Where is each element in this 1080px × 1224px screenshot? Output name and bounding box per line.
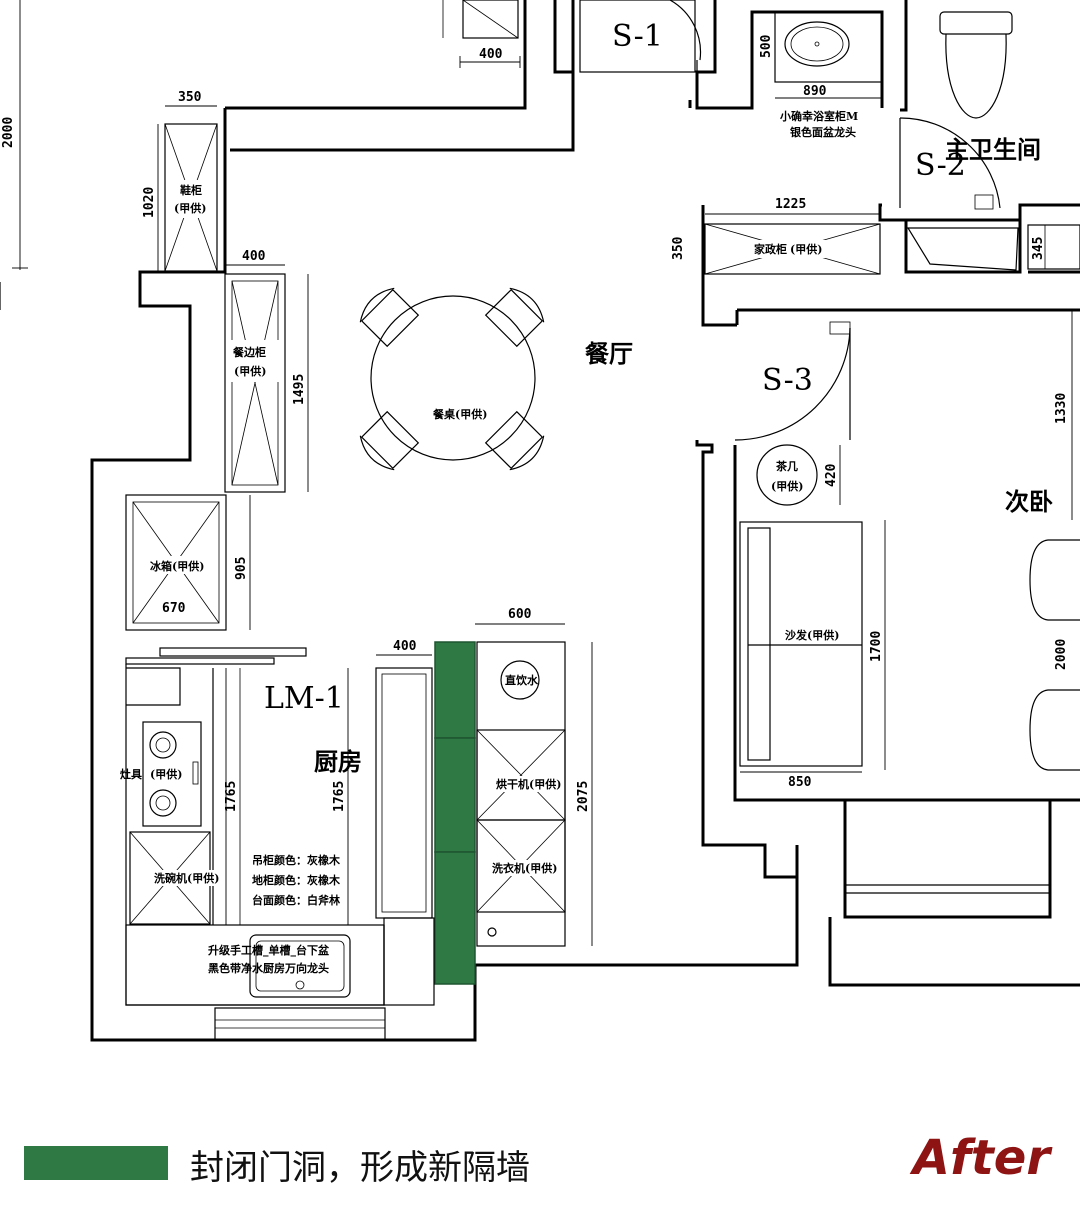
svg-text:茶几: 茶几 <box>775 459 798 473</box>
svg-text:600: 600 <box>508 607 532 622</box>
svg-text:烘干机(甲供): 烘干机(甲供) <box>496 777 561 791</box>
svg-text:420: 420 <box>824 463 839 487</box>
kitchen-area: 灶具 (甲供) 洗碗机(甲供) 升级手工槽_单槽_台下盆 黑色带净水厨房万向龙头… <box>120 639 435 1006</box>
svg-text:2075: 2075 <box>576 781 591 812</box>
svg-text:升级手工槽_单槽_台下盆: 升级手工槽_单槽_台下盆 <box>208 943 330 958</box>
svg-text:850: 850 <box>788 775 812 790</box>
svg-text:2000: 2000 <box>1054 639 1069 670</box>
svg-text:350: 350 <box>671 236 686 260</box>
svg-text:冰箱(甲供): 冰箱(甲供) <box>150 559 204 573</box>
svg-text:(甲供): (甲供) <box>234 364 266 378</box>
room-dining: 餐厅 <box>585 339 633 368</box>
svg-text:1700: 1700 <box>869 631 884 662</box>
storage-cabinet: 1225 家政柜 (甲供) 350 <box>671 197 881 275</box>
svg-text:(甲供): (甲供) <box>790 242 822 256</box>
door-s3: S-3 <box>734 321 851 441</box>
svg-text:台面颜色：白斧林: 台面颜色：白斧林 <box>252 893 340 907</box>
svg-text:直饮水: 直饮水 <box>505 673 539 687</box>
bath-counter: 345 <box>906 224 1080 271</box>
laundry-column: 600 直饮水 烘干机(甲供) 洗衣机(甲供) 2075 <box>475 607 593 947</box>
svg-text:(甲供): (甲供) <box>771 479 803 493</box>
svg-text:鞋柜: 鞋柜 <box>180 183 202 197</box>
svg-text:2000: 2000 <box>1 117 16 148</box>
legend-swatch-new-wall <box>24 1146 168 1180</box>
svg-text:银色面盆龙头: 银色面盆龙头 <box>790 125 856 139</box>
svg-text:吊柜颜色：灰橡木: 吊柜颜色：灰橡木 <box>252 853 341 867</box>
svg-text:小确幸浴室柜M: 小确幸浴室柜M <box>779 109 858 123</box>
svg-text:S-3: S-3 <box>762 363 813 398</box>
svg-text:洗碗机(甲供): 洗碗机(甲供) <box>154 871 219 885</box>
svg-text:家政柜: 家政柜 <box>754 242 787 256</box>
basin-cabinet: 500 890 小确幸浴室柜M 银色面盆龙头 <box>759 11 883 139</box>
svg-text:(甲供): (甲供) <box>150 767 182 781</box>
dim-left-2000: 2000 <box>0 0 28 310</box>
svg-text:500: 500 <box>759 34 774 58</box>
floor-plan: 400 2000 S-1 500 890 小确幸浴室柜M 银色面盆龙头 S-2 <box>0 0 1080 1042</box>
svg-text:厨房: 厨房 <box>314 747 362 776</box>
svg-text:次卧: 次卧 <box>1005 487 1053 516</box>
toilet-icon <box>939 11 1013 119</box>
svg-text:345: 345 <box>1031 237 1046 260</box>
legend: 封闭门洞，形成新隔墙 <box>24 1140 564 1190</box>
dim-400-top: 400 <box>479 47 503 62</box>
svg-text:洗衣机(甲供): 洗衣机(甲供) <box>492 861 557 875</box>
svg-text:905: 905 <box>234 557 249 580</box>
svg-text:1765: 1765 <box>224 781 239 812</box>
svg-text:灶具: 灶具 <box>120 767 142 781</box>
svg-text:餐边柜: 餐边柜 <box>232 345 266 359</box>
dining-table: 餐桌(甲供) <box>359 287 545 471</box>
new-partition-wall <box>434 641 476 985</box>
side-cabinet: 400 餐边柜 (甲供) 1495 <box>224 249 309 493</box>
svg-text:1330: 1330 <box>1054 393 1069 424</box>
walls <box>90 0 1080 1042</box>
shoe-cabinet: 350 鞋柜 (甲供) 1020 <box>142 90 218 272</box>
door-s2: S-2 主卫生间 <box>899 117 1041 210</box>
svg-text:LM-1: LM-1 <box>264 681 344 716</box>
svg-text:餐桌(甲供): 餐桌(甲供) <box>432 407 487 421</box>
top-cabinet: 400 <box>442 0 521 68</box>
svg-text:黑色带净水厨房万向龙头: 黑色带净水厨房万向龙头 <box>208 961 329 975</box>
svg-text:890: 890 <box>803 84 827 99</box>
svg-text:670: 670 <box>162 601 186 616</box>
svg-text:400: 400 <box>393 639 417 654</box>
svg-text:主卫生间: 主卫生间 <box>945 135 1041 164</box>
svg-text:1765: 1765 <box>332 781 347 812</box>
second-bedroom: 茶几 (甲供) 420 沙发(甲供) 1700 850 次卧 1330 2000 <box>739 310 1080 790</box>
svg-text:(甲供): (甲供) <box>174 201 206 215</box>
svg-text:1225: 1225 <box>775 197 806 212</box>
svg-text:1495: 1495 <box>292 374 307 405</box>
svg-text:350: 350 <box>178 90 202 105</box>
legend-text: 封闭门洞，形成新隔墙 <box>190 1148 530 1188</box>
svg-text:1020: 1020 <box>142 187 157 218</box>
door-s1: S-1 <box>579 0 702 100</box>
fridge: 冰箱(甲供) 670 905 <box>125 494 251 631</box>
svg-text:400: 400 <box>242 249 266 264</box>
svg-text:S-2: S-2 <box>915 148 966 183</box>
svg-text:S-1: S-1 <box>612 19 663 54</box>
stage-label: After <box>912 1130 1050 1186</box>
svg-text:地柜颜色：灰橡木: 地柜颜色：灰橡木 <box>252 873 341 887</box>
svg-text:沙发(甲供): 沙发(甲供) <box>785 628 839 642</box>
